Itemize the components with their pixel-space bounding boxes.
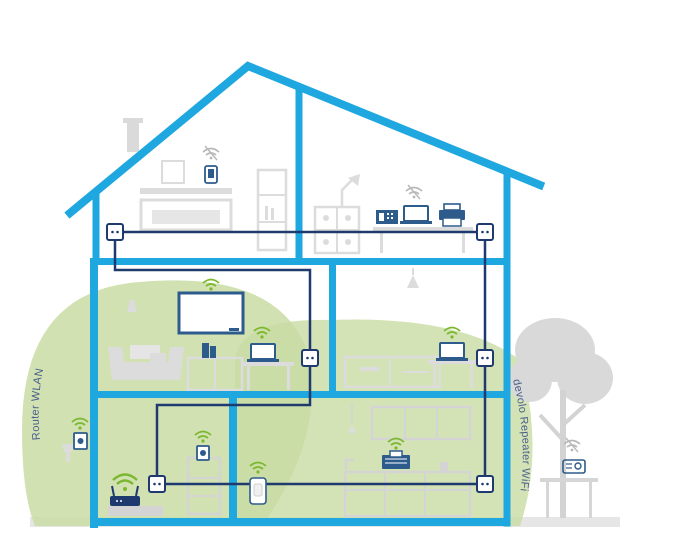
laptop-icon: [400, 205, 432, 224]
speaker-icon: [196, 445, 210, 461]
roof: [64, 61, 546, 219]
devices: [71, 145, 468, 506]
phone-icon: [204, 165, 218, 184]
wifi-off-icon: [202, 145, 220, 161]
wifi-icon: [443, 326, 461, 339]
power-outlet-icon: [148, 475, 166, 493]
wifi-off-icon: [563, 437, 581, 453]
power-outlets: [106, 223, 494, 493]
radio-icon: [562, 459, 586, 474]
speaker-icon: [73, 432, 88, 450]
chimney: [123, 118, 143, 152]
wifi-icon: [194, 430, 212, 443]
game-console-icon: [202, 343, 216, 358]
power-outlet-icon: [301, 349, 319, 367]
repeater-icon: [249, 477, 267, 505]
outdoor-table: [540, 478, 598, 518]
tree-icon: [508, 318, 613, 518]
wifi-off-icon: [405, 184, 423, 200]
power-outlet-icon: [476, 349, 494, 367]
laptop-icon: [436, 342, 468, 361]
wifi-icon: [387, 437, 405, 450]
tv-icon: [177, 291, 245, 335]
smart-speaker-icon: [382, 450, 410, 469]
house-walls: [64, 61, 546, 528]
laptop-icon: [247, 343, 279, 362]
router-icon: [110, 485, 140, 506]
wifi-icon: [112, 473, 138, 491]
wifi-icon: [202, 278, 220, 291]
power-outlet-icon: [476, 475, 494, 493]
printer-icon: [439, 203, 465, 227]
wifi-icon: [249, 461, 267, 474]
power-outlet-icon: [106, 223, 124, 241]
desk-phone-icon: [376, 210, 398, 224]
furniture: [62, 160, 478, 518]
wifi-icon: [71, 417, 89, 430]
power-outlet-icon: [476, 223, 494, 241]
wifi-icon: [253, 326, 271, 339]
